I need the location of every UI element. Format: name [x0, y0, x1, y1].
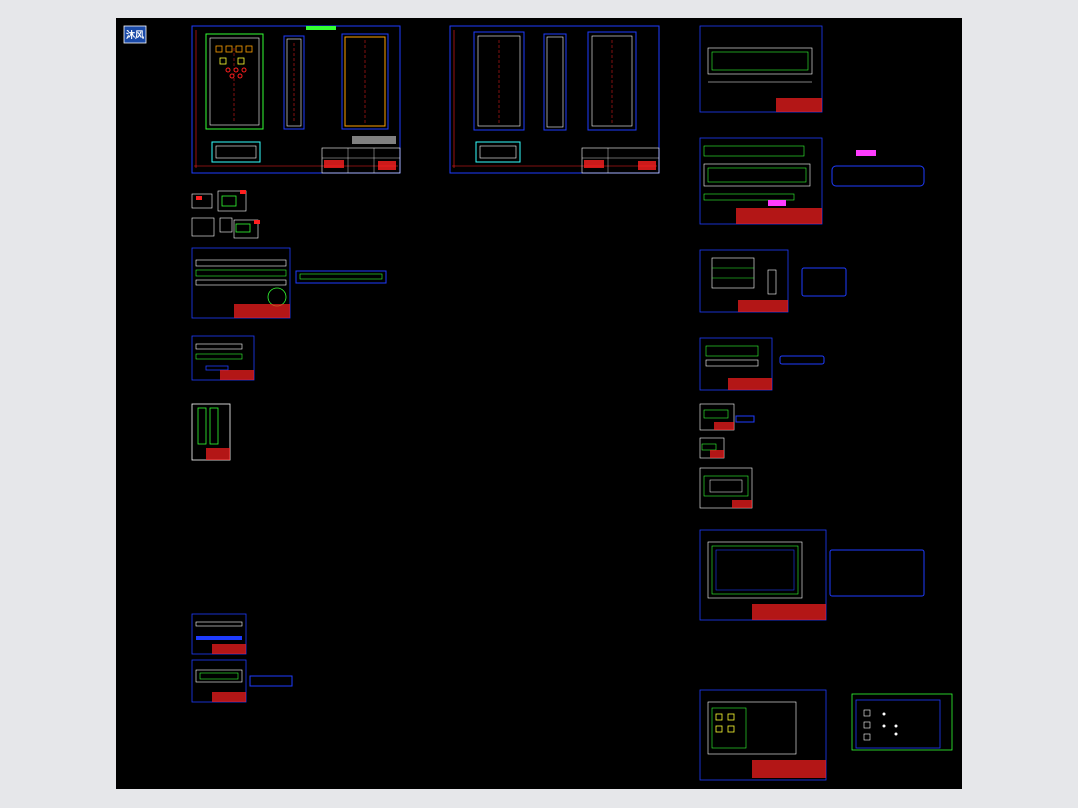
- sheet-right-8: [699, 689, 953, 781]
- cad-drawing: 沐风: [123, 25, 953, 781]
- app-logo-text: 沐风: [126, 29, 144, 41]
- sheet-right-1: [699, 25, 823, 113]
- sheet-right-4: [699, 337, 825, 391]
- sheet-bar-a: [191, 613, 247, 655]
- sheet-right-7: [699, 529, 925, 621]
- small-parts-cluster: [191, 190, 260, 239]
- sheet-upright: [191, 403, 231, 461]
- cad-drawing-canvas[interactable]: 沐风: [116, 18, 962, 789]
- sheet-assembly-b: [449, 25, 660, 174]
- sheet-right-5: [699, 403, 755, 459]
- sheet-right-3: [699, 249, 847, 313]
- sheet-rail-long: [191, 247, 387, 319]
- sheet-rail-short: [191, 335, 255, 381]
- sheet-bar-b: [191, 659, 293, 703]
- sheet-assembly-a: [191, 25, 401, 174]
- app-logo: 沐风: [123, 25, 147, 44]
- sheet-right-2: [699, 137, 925, 225]
- sheet-right-6: [699, 467, 753, 509]
